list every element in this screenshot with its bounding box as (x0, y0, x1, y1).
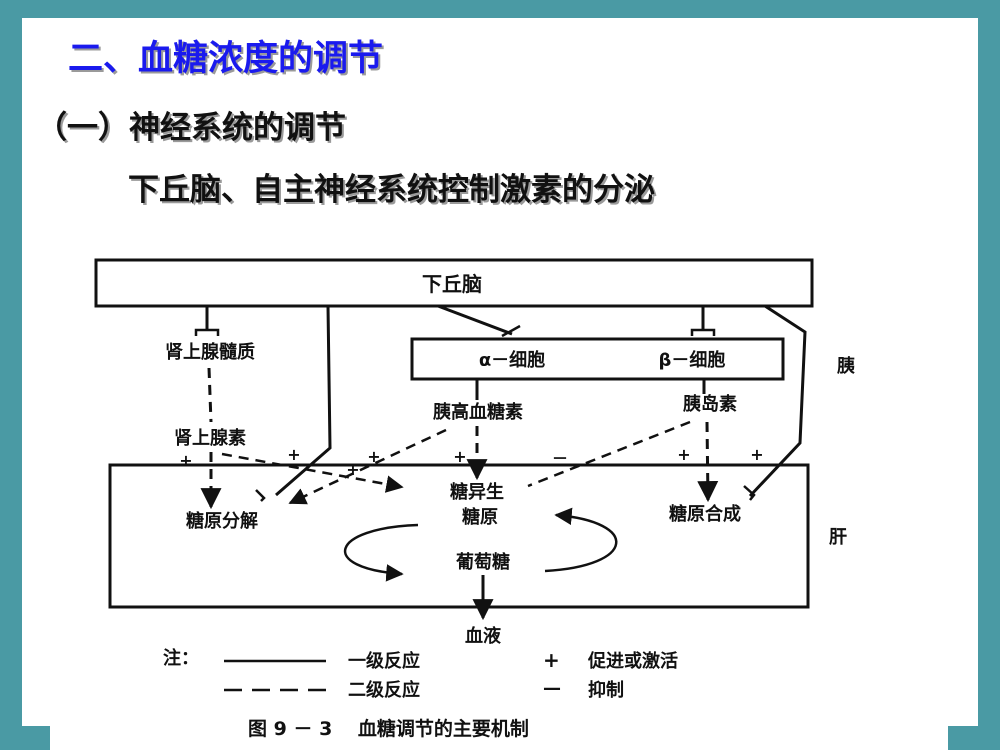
legend-inhibit-label: 抑制 (588, 680, 624, 701)
nerve-to-glycogenesis (748, 304, 807, 498)
effect-sign: + (453, 447, 466, 466)
corner-right (948, 726, 978, 750)
slide-canvas (22, 18, 978, 750)
effect-sign: － (552, 449, 568, 468)
slide-title: 二、血糖浓度的调节 (68, 39, 384, 79)
glucagon-to-glycogenolysis (288, 428, 447, 505)
nerve-synapse-glycogenesis (743, 485, 756, 501)
nerve-synapse-glycogenolysis (255, 489, 266, 502)
legend-primary-label: 一级反应 (348, 650, 420, 672)
nerve-synapse-alpha (501, 324, 521, 338)
effect-sign: + (287, 445, 300, 464)
cycle-arrow-left (343, 523, 419, 582)
alpha-cell-label: α－细胞 (479, 349, 545, 371)
effect-sign: + (750, 445, 763, 464)
blood-label: 血液 (465, 625, 502, 647)
effect-sign: + (179, 451, 192, 470)
nerve-synapse-beta (690, 328, 716, 336)
epinephrine-to-gluconeogenesis (221, 452, 404, 493)
nerve-to-glycogenolysis (275, 305, 332, 497)
legend-secondary-label: 二级反应 (348, 679, 420, 701)
adrenal-to-epinephrine (207, 367, 213, 423)
pancreas-label: 胰 (836, 355, 855, 377)
insulin-label: 胰岛素 (682, 393, 737, 415)
liver-box (108, 463, 810, 609)
effect-sign: + (346, 460, 359, 479)
effect-sign: + (367, 447, 380, 466)
section-heading: （一）神经系统的调节 (36, 110, 346, 146)
legend-note: 注： (163, 647, 199, 669)
islet-cells-box (410, 337, 785, 381)
epinephrine-label: 肾上腺素 (174, 427, 246, 449)
adrenal-medulla-label: 肾上腺髓质 (165, 341, 255, 363)
gluconeogenesis-label: 糖异生 (450, 481, 504, 503)
glucose-label: 葡萄糖 (455, 551, 510, 573)
legend-promote-label: 促进或激活 (587, 650, 678, 672)
nerve-synapse-adrenal (194, 328, 220, 336)
glycogen-label: 糖原 (462, 506, 498, 528)
glucagon-label: 胰高血糖素 (432, 401, 523, 423)
section-point: 下丘脑、自主神经系统控制激素的分泌 (128, 172, 655, 208)
hypothalamus-label: 下丘脑 (422, 272, 482, 296)
legend-plus-symbol: + (543, 648, 560, 672)
figure-caption: 图 9 － 3 血糖调节的主要机制 (248, 717, 529, 740)
insulin-to-gluconeogenesis (527, 420, 691, 488)
glycogenesis-label: 糖原合成 (669, 503, 741, 525)
glycogenolysis-label: 糖原分解 (186, 510, 258, 532)
corner-left (22, 726, 50, 750)
hypothalamus-box (94, 258, 814, 308)
beta-cell-label: β－细胞 (659, 349, 726, 371)
nerve-to-alpha-cell (437, 304, 513, 336)
effect-sign: + (677, 445, 690, 464)
insulin-to-glycogenesis (697, 421, 719, 503)
liver-label: 肝 (829, 527, 847, 548)
legend-minus-symbol: — (543, 678, 561, 699)
cycle-arrow-right (544, 507, 618, 573)
